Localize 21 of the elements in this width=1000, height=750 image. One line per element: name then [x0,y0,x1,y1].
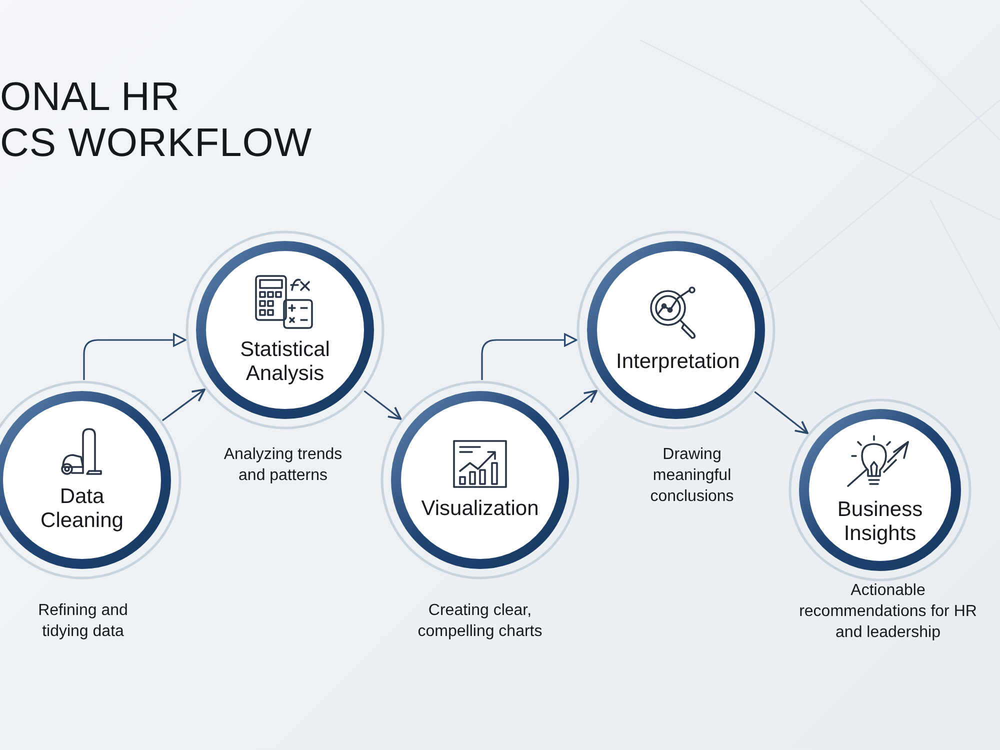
arrow [162,388,206,422]
step-title: Visualization [421,497,539,521]
step-title: Data Cleaning [40,485,124,533]
step-description: Creating clear, compelling charts [416,601,544,642]
arrow [83,333,186,380]
arrow [481,333,578,380]
arrow [364,390,402,420]
step-description: Analyzing trends and patterns [222,445,344,486]
step-description: Refining and tidying data [37,601,129,642]
arrow [558,390,598,420]
step-circle [788,398,972,582]
step-circle [185,230,385,430]
step-title: Business Insights [836,498,924,546]
arrow [754,391,809,434]
title: ONAL HR CS WORKFLOW [0,74,312,166]
step-description: Actionable recommendations for HR and leadership [798,581,978,643]
step-description: Drawing meaningful conclusions [649,445,735,507]
step-title: Interpretation [616,350,736,374]
step-circle [576,230,776,430]
step-title: Statistical Analysis [239,338,331,386]
step-circle [380,380,580,580]
